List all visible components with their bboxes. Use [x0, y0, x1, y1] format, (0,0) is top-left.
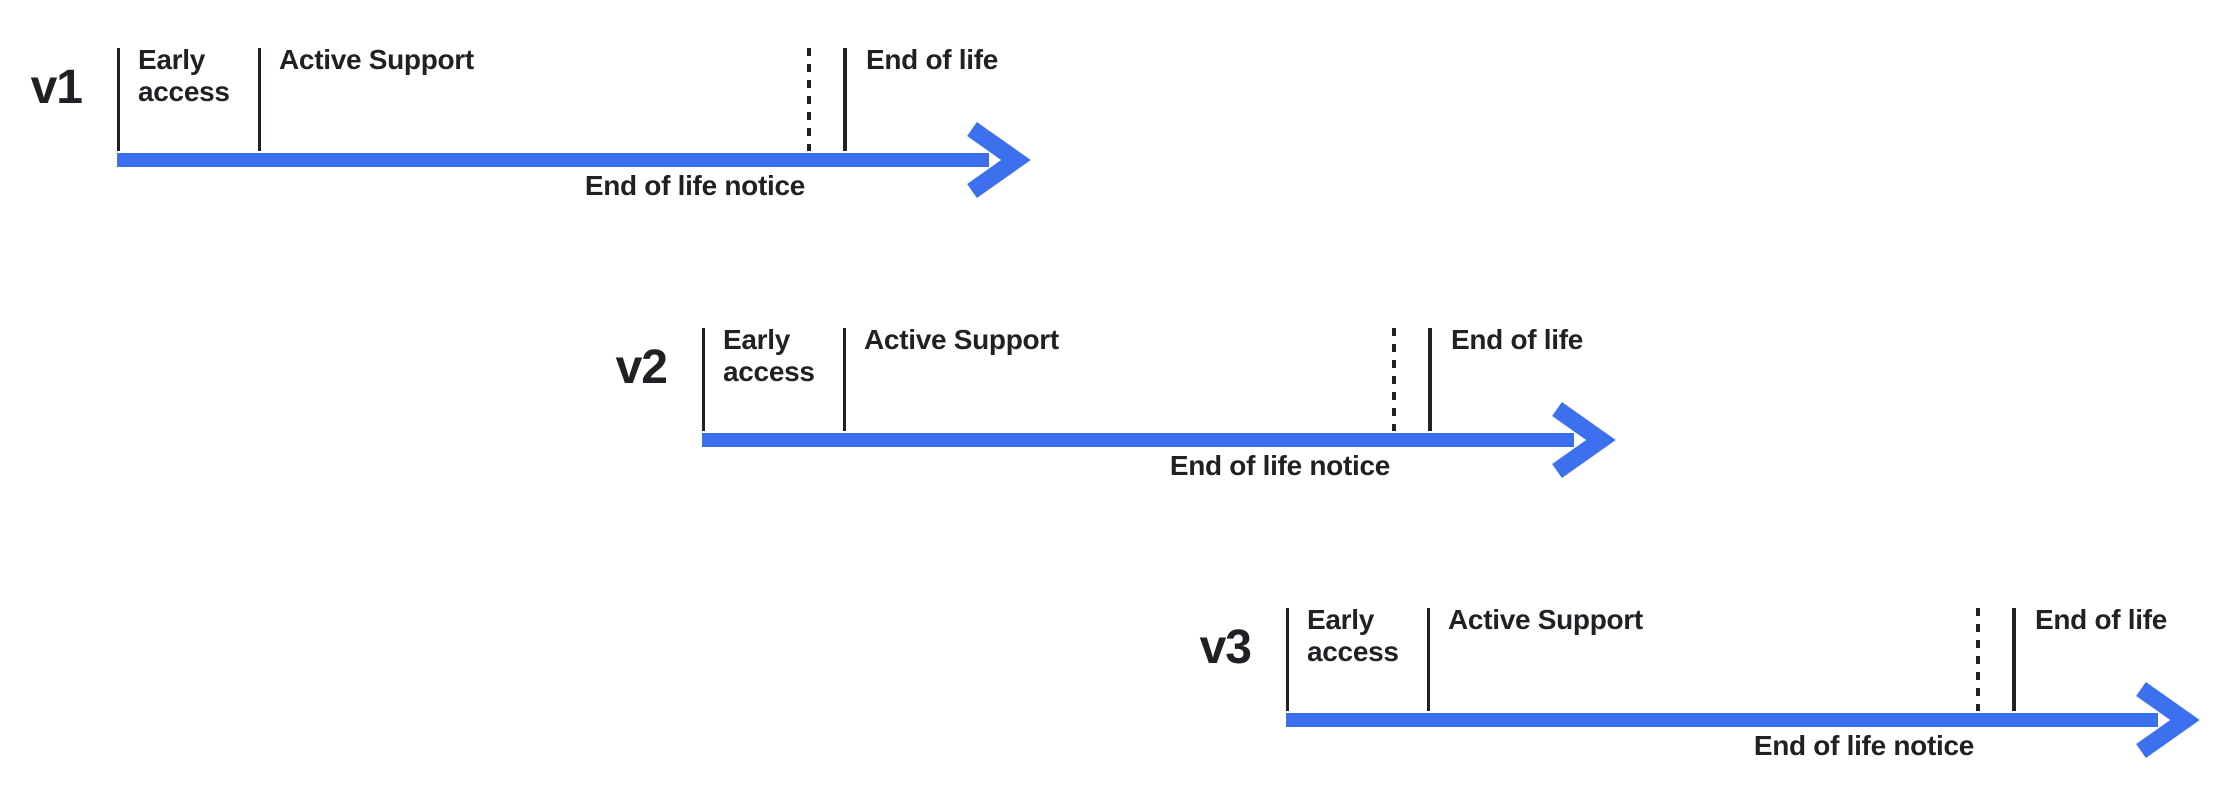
eol-notice-dashed-tick [1392, 328, 1396, 431]
end-of-life-notice-label: End of life notice [1753, 730, 1974, 761]
early-access-label: Early access [138, 44, 230, 107]
active-support-start-tick [843, 328, 846, 431]
timeline-arrow-icon [117, 122, 1031, 198]
active-support-label: Active Support [864, 324, 1059, 355]
early-access-start-tick [1286, 608, 1289, 711]
end-of-life-tick [843, 48, 847, 151]
timeline-row-v1: v1 Early access Active Support End of li… [31, 44, 1077, 218]
eol-notice-dashed-tick [807, 48, 811, 151]
version-label-v1: v1 [30, 61, 83, 114]
eol-notice-dashed-tick [1976, 608, 1980, 711]
timeline-row-v2: v2 Early access Active Support End of li… [616, 324, 1662, 498]
early-access-label: Early access [1307, 604, 1399, 667]
active-support-label: Active Support [1448, 604, 1643, 635]
end-of-life-tick [2012, 608, 2016, 711]
end-of-life-tick [1428, 328, 1432, 431]
early-access-label: Early access [723, 324, 815, 387]
timeline-arrow-icon [702, 402, 1616, 478]
timeline-arrow-icon [1286, 682, 2200, 758]
version-label-v3: v3 [1199, 621, 1252, 674]
end-of-life-notice-label: End of life notice [584, 170, 805, 201]
early-access-start-tick [702, 328, 705, 431]
active-support-label: Active Support [279, 44, 474, 75]
early-access-start-tick [117, 48, 120, 151]
end-of-life-label: End of life [2035, 604, 2168, 635]
active-support-start-tick [258, 48, 261, 151]
end-of-life-label: End of life [1451, 324, 1584, 355]
timeline-row-v3: v3 Early access Active Support End of li… [1200, 604, 2228, 778]
version-label-v2: v2 [615, 341, 668, 394]
end-of-life-notice-label: End of life notice [1169, 450, 1390, 481]
active-support-start-tick [1427, 608, 1430, 711]
end-of-life-label: End of life [866, 44, 999, 75]
